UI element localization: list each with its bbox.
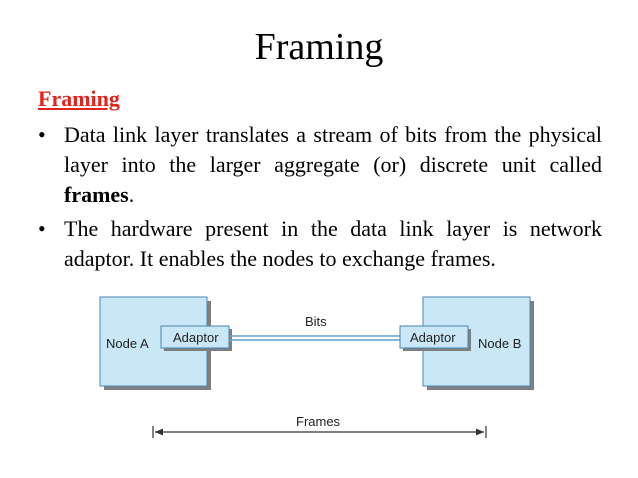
frames-arrow-right-head [476, 428, 484, 436]
frames-arrow-left-head [155, 428, 163, 436]
node-b-label: Node B [478, 336, 521, 351]
bullet-list: • Data link layer translates a stream of… [38, 120, 602, 278]
bullet-item: • Data link layer translates a stream of… [38, 120, 602, 210]
slide-title: Framing [254, 26, 384, 68]
frames-label: Frames [296, 414, 341, 429]
bullet-icon: • [38, 122, 46, 147]
bullet-icon: • [38, 216, 46, 241]
node-a-label: Node A [106, 336, 149, 351]
bullet-text: Data link layer translates a stream of b… [64, 122, 602, 177]
bits-label: Bits [305, 314, 327, 329]
adaptor-a-label: Adaptor [173, 330, 219, 345]
adaptor-b-label: Adaptor [410, 330, 456, 345]
adaptor-b-box [399, 325, 469, 349]
adaptor-a-box [160, 325, 230, 349]
bullet-bold-term: frames [64, 182, 129, 207]
section-heading: Framing [38, 86, 120, 111]
bullet-text-end: . [128, 182, 135, 207]
bullet-text: The hardware present in the data link la… [64, 216, 602, 271]
bullet-item: • The hardware present in the data link … [38, 214, 602, 274]
